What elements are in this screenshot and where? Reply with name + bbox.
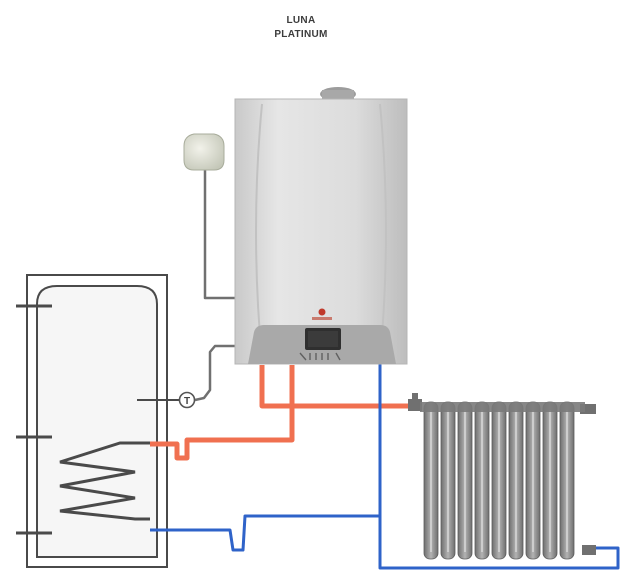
temperature-probe-icon: T bbox=[178, 391, 196, 409]
boiler-logo-icon bbox=[312, 308, 332, 320]
hot-pipes bbox=[150, 365, 408, 461]
radiator-fins bbox=[420, 401, 585, 560]
outdoor-sensor-wire bbox=[203, 170, 238, 300]
radiator bbox=[408, 393, 596, 560]
hot-water-cylinder bbox=[16, 274, 180, 568]
flow-pipe-radiator bbox=[259, 365, 408, 409]
product-title-line2: PLATINUM bbox=[274, 29, 328, 40]
heating-coil bbox=[59, 441, 150, 521]
boiler-unit bbox=[234, 87, 408, 365]
probe-wire bbox=[194, 344, 238, 402]
sensor-wires bbox=[194, 170, 238, 402]
control-buttons bbox=[299, 352, 341, 361]
flow-pipe-cylinder bbox=[150, 365, 295, 461]
return-pipe-radiator bbox=[378, 362, 620, 570]
radiator-top-header bbox=[420, 402, 585, 412]
outdoor-sensor-icon bbox=[183, 133, 225, 171]
probe-symbol: T bbox=[184, 396, 190, 407]
product-title-line1: LUNA bbox=[286, 15, 316, 26]
return-pipes bbox=[150, 362, 620, 570]
return-pipe-cylinder bbox=[150, 514, 380, 552]
